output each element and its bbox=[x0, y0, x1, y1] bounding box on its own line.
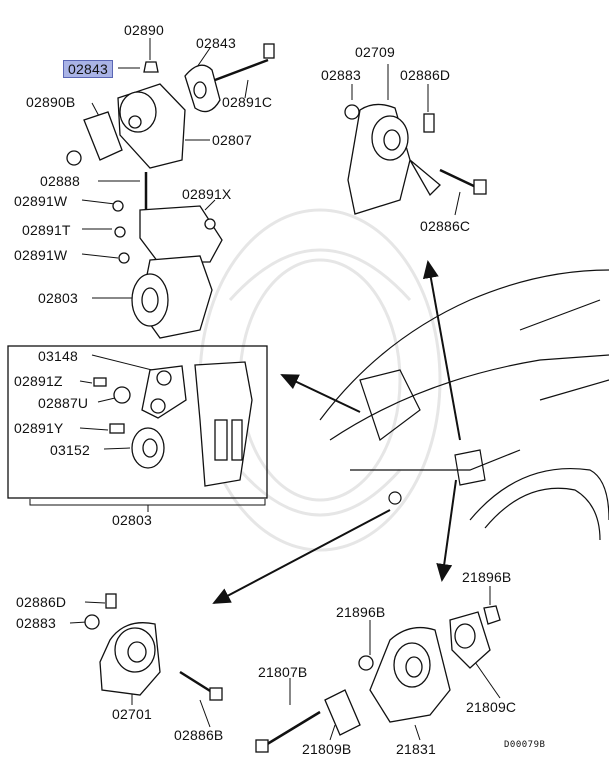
lower-left-mount bbox=[84, 593, 223, 701]
part-label-02883-bottom[interactable]: 02883 bbox=[16, 615, 56, 631]
bracket-detail-box bbox=[7, 345, 268, 499]
part-label-02890B[interactable]: 02890B bbox=[26, 94, 76, 110]
transmission-mount-assembly bbox=[344, 103, 487, 215]
part-label-02701[interactable]: 02701 bbox=[112, 706, 152, 722]
part-label-02807[interactable]: 02807 bbox=[212, 132, 252, 148]
part-label-02803-lower[interactable]: 02803 bbox=[112, 512, 152, 528]
part-label-02803-upper[interactable]: 02803 bbox=[38, 290, 78, 306]
part-label-02887U[interactable]: 02887U bbox=[38, 395, 89, 411]
engine-mount-assembly bbox=[66, 43, 275, 339]
part-label-02891Y[interactable]: 02891Y bbox=[14, 420, 64, 436]
part-label-02891W-lower[interactable]: 02891W bbox=[14, 247, 68, 263]
part-label-21896B-right[interactable]: 21896B bbox=[462, 569, 512, 585]
part-label-21831[interactable]: 21831 bbox=[396, 741, 436, 757]
part-label-02843[interactable]: 02843 bbox=[196, 35, 236, 51]
part-label-21807B[interactable]: 21807B bbox=[258, 664, 308, 680]
part-label-21809B[interactable]: 21809B bbox=[302, 741, 352, 757]
car-body-outline bbox=[319, 269, 609, 541]
part-label-02886C[interactable]: 02886C bbox=[420, 218, 471, 234]
part-label-02888[interactable]: 02888 bbox=[40, 173, 80, 189]
pointer-arrows bbox=[212, 260, 461, 604]
part-label-03148[interactable]: 03148 bbox=[38, 348, 78, 364]
part-label-02891T[interactable]: 02891T bbox=[22, 222, 71, 238]
part-label-02843-selected[interactable]: 02843 bbox=[63, 60, 113, 78]
part-label-02886D-bottom[interactable]: 02886D bbox=[16, 594, 67, 610]
part-label-02886D-top[interactable]: 02886D bbox=[400, 67, 451, 83]
watermark bbox=[198, 208, 442, 552]
part-label-02709[interactable]: 02709 bbox=[355, 44, 395, 60]
part-label-02890[interactable]: 02890 bbox=[124, 22, 164, 38]
part-label-02883-top[interactable]: 02883 bbox=[321, 67, 361, 83]
part-label-02891C[interactable]: 02891C bbox=[222, 94, 273, 110]
part-label-21809C[interactable]: 21809C bbox=[466, 699, 517, 715]
leader-lines bbox=[29, 38, 501, 741]
diagram-code: D00079B bbox=[504, 740, 546, 750]
part-label-02886B[interactable]: 02886B bbox=[174, 727, 224, 743]
part-label-21896B-center[interactable]: 21896B bbox=[336, 604, 386, 620]
part-label-02891Z[interactable]: 02891Z bbox=[14, 373, 63, 389]
part-label-02891W-upper[interactable]: 02891W bbox=[14, 193, 68, 209]
lower-right-mount bbox=[255, 605, 501, 753]
part-label-02891X[interactable]: 02891X bbox=[182, 186, 232, 202]
part-label-03152[interactable]: 03152 bbox=[50, 442, 90, 458]
